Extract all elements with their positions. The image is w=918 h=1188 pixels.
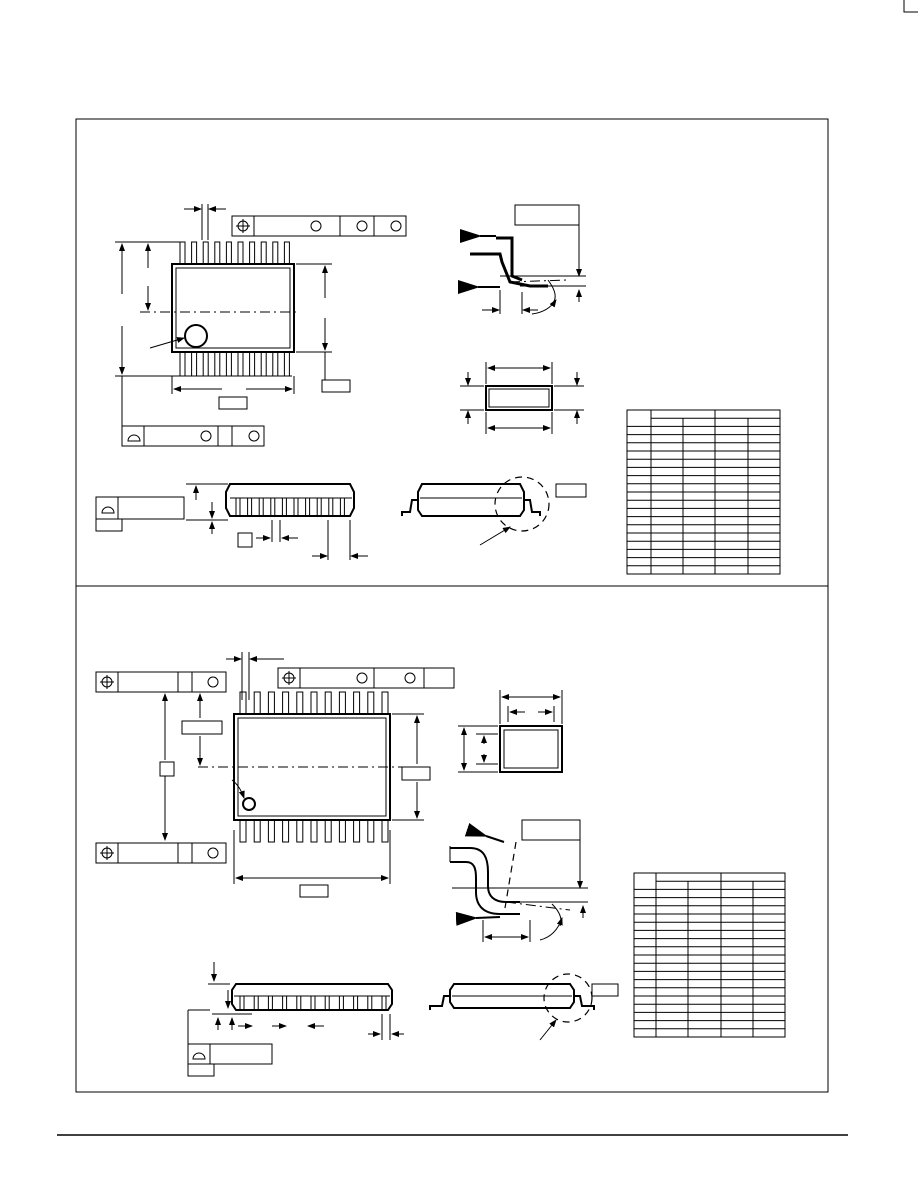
circle-icon (390, 220, 402, 232)
lead-row (179, 241, 290, 265)
package-2-side-view (187, 962, 404, 1077)
lead-row (239, 819, 389, 843)
circle-icon (248, 430, 260, 442)
circle-icon (310, 220, 322, 232)
flatness-icon (101, 506, 115, 514)
lead-row (179, 351, 290, 377)
circle-icon (200, 430, 212, 442)
feature-control-frame (277, 667, 455, 689)
circle-icon (207, 676, 219, 688)
pin1-indicator-icon (184, 324, 208, 348)
position-icon (236, 219, 250, 233)
flatness-icon (192, 1052, 206, 1060)
package-1-top-view (115, 204, 407, 447)
position-icon (282, 671, 296, 685)
package-1-side-view (95, 483, 368, 560)
position-icon (100, 675, 114, 689)
position-icon (100, 846, 114, 860)
drawing-frame (75, 118, 829, 1093)
feature-control-frame (121, 425, 265, 447)
package-2-top-view (95, 652, 455, 898)
circle-icon (404, 672, 416, 684)
package-2-lead-detail (449, 819, 588, 942)
circle-icon (356, 672, 368, 684)
package-2-land-pattern (458, 690, 563, 773)
circle-icon (207, 847, 219, 859)
package-2-end-view (429, 973, 619, 1041)
side-lead-row (235, 498, 345, 516)
package-1-dimension-table (626, 409, 781, 575)
lead-row (239, 691, 389, 715)
package-1-end-view (401, 476, 587, 546)
feature-control-frame (95, 842, 227, 864)
package-2-dimension-table (633, 872, 786, 1038)
circle-icon (356, 220, 368, 232)
pin1-indicator-icon (242, 797, 256, 811)
package-1-lead-detail (458, 204, 586, 315)
flatness-icon (127, 434, 141, 442)
page-corner-mark (903, 0, 918, 13)
feature-control-frame (95, 671, 227, 693)
feature-control-frame (231, 215, 407, 237)
package-1-land-pattern (460, 362, 584, 434)
side-lead-row (239, 996, 387, 1010)
